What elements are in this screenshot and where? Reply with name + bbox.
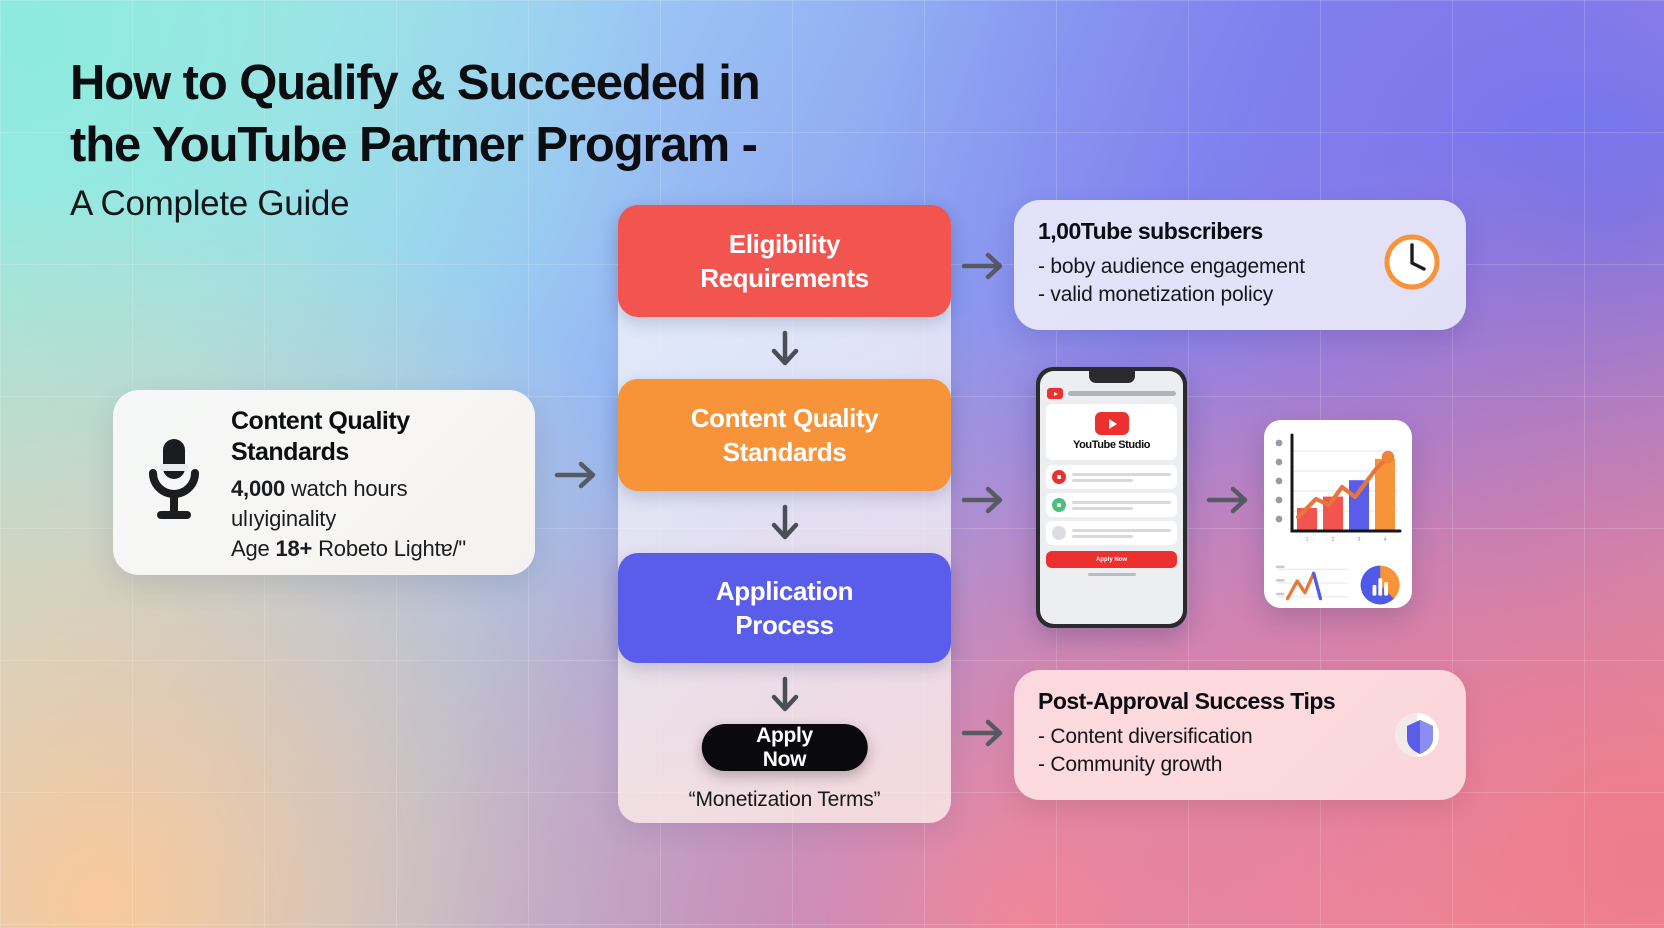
phone-topbar: [1040, 383, 1183, 404]
age-label-post: Robeto Lightɐ/": [312, 535, 467, 561]
eligibility-requirements-card: 1,00Tube subscribers - boby audience eng…: [1014, 200, 1466, 330]
phone-notch: [1088, 371, 1135, 383]
analytics-chart-card: 1 2 3 4: [1264, 420, 1412, 608]
phone-home-indicator: [1087, 573, 1136, 576]
phone-screen: YouTube Studio Apply Now: [1040, 371, 1183, 624]
bar-chart: 1 2 3 4: [1275, 433, 1402, 543]
list-item[interactable]: [1046, 521, 1177, 545]
page-subtitle: A Complete Guide: [70, 184, 350, 223]
flow-step-3-line1: Application: [715, 576, 854, 606]
phone-topbar-placeholder: [1068, 391, 1176, 396]
svg-text:2: 2: [1332, 537, 1335, 543]
list-item-lines: [1072, 472, 1171, 482]
flow-step-1-line1: Eligibility: [728, 229, 841, 259]
play-button-icon: [1094, 412, 1129, 435]
content-quality-card: Content Quality Standards 4,000 watch ho…: [113, 390, 535, 575]
avatar: [1052, 526, 1066, 540]
mic-card-title-line2: Standards: [231, 437, 349, 466]
mic-card-details: 4,000 watch hours ulıyiginality Age 18+ …: [231, 474, 466, 564]
flow-column: Eligibility Requirements Content Quality…: [618, 205, 951, 823]
flow-step-eligibility-requirements[interactable]: Eligibility Requirements: [618, 205, 951, 317]
shield-badge-icon: [1392, 710, 1442, 765]
list-item-lines: [1072, 500, 1171, 510]
flow-step-application-process[interactable]: Application Process: [618, 553, 951, 663]
mic-card-detail-1: 4,000 watch hours: [231, 474, 466, 504]
list-item[interactable]: [1046, 493, 1177, 517]
youtube-studio-phone-mockup: YouTube Studio Apply Now: [1036, 367, 1187, 628]
eligibility-card-title: 1,00Tube subscribers: [1038, 218, 1263, 244]
youtube-studio-hero: YouTube Studio: [1046, 404, 1177, 460]
avatar: [1052, 498, 1066, 512]
analytics-secondary-row: [1272, 559, 1404, 609]
flow-step-2-line1: Content Quality: [690, 403, 879, 433]
arrow-right-icon-mic-to-flow: [551, 455, 603, 500]
flow-step-2-line2: Standards: [722, 437, 847, 467]
list-item-lines: [1072, 528, 1171, 538]
analytics-main-chart: 1 2 3 4: [1272, 429, 1404, 554]
monetization-terms-label: “Monetization Terms”: [688, 788, 881, 811]
arrow-right-icon-flow-to-phone: [958, 480, 1010, 525]
microphone-icon: [143, 437, 205, 528]
tips-card-title: Post-Approval Success Tips: [1038, 688, 1336, 714]
line-chart-mini: [1275, 565, 1348, 601]
youtube-studio-label: YouTube Studio: [1072, 439, 1151, 451]
arrow-down-icon-1: [618, 329, 951, 376]
eligibility-bullet-1: - boby audience engagement: [1038, 255, 1305, 278]
page-title: How to Qualify & Succeeded in the YouTub…: [70, 52, 761, 224]
youtube-logo-icon: [1047, 388, 1063, 399]
mic-card-detail-3: Age 18+ Robeto Lightɐ/": [231, 534, 466, 564]
arrow-right-icon-flow-to-eligibility: [958, 246, 1010, 291]
arrow-down-icon-3: [618, 675, 951, 722]
arrow-right-icon-phone-to-chart: [1203, 480, 1255, 525]
age-label-pre: Age: [231, 535, 276, 561]
mic-card-title-line1: Content Quality: [231, 406, 410, 435]
post-approval-tips-card: Post-Approval Success Tips - Content div…: [1014, 670, 1466, 800]
watch-hours-value: 4,000: [231, 475, 286, 501]
flow-step-content-quality-standards[interactable]: Content Quality Standards: [618, 379, 951, 491]
apply-now-button[interactable]: Apply Now: [701, 724, 868, 771]
title-line-1: How to Qualify & Succeeded in: [70, 56, 761, 110]
tips-bullet-1: - Content diversification: [1038, 725, 1253, 748]
tips-bullet-2: - Community growth: [1038, 753, 1223, 776]
age-value: 18+: [275, 535, 313, 561]
eligibility-bullet-2: - valid monetization policy: [1038, 283, 1274, 306]
donut-chart-mini: [1361, 565, 1401, 605]
flow-step-1-line2: Requirements: [700, 263, 869, 293]
title-line-2: the YouTube Partner Program -: [70, 118, 758, 172]
list-item[interactable]: [1046, 465, 1177, 489]
svg-text:3: 3: [1358, 537, 1361, 543]
flow-step-3-line2: Process: [735, 610, 834, 640]
phone-apply-button[interactable]: Apply Now: [1046, 551, 1177, 568]
svg-text:4: 4: [1384, 537, 1387, 543]
avatar: [1052, 470, 1066, 484]
mic-card-detail-2: ulıyiginality: [231, 505, 337, 531]
arrow-right-icon-flow-to-tips: [958, 713, 1010, 758]
arrow-down-icon-2: [618, 503, 951, 550]
clock-icon: [1382, 232, 1442, 297]
watch-hours-label: watch hours: [285, 475, 408, 501]
svg-text:1: 1: [1306, 537, 1309, 543]
